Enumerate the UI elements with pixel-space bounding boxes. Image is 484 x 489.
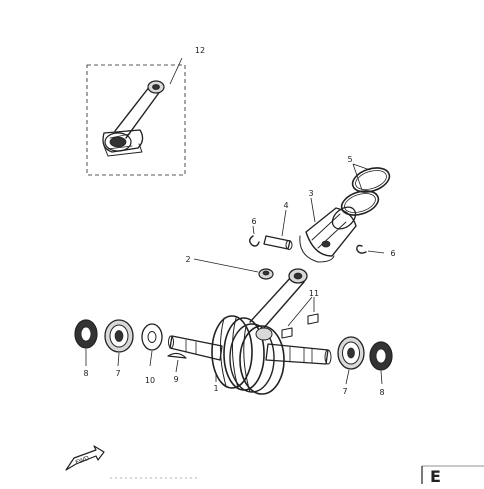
woodruff-key: 9 bbox=[167, 352, 187, 384]
callout-1: 1 bbox=[213, 384, 218, 393]
circlip-left: 6 bbox=[249, 217, 260, 247]
callout-8b: 8 bbox=[379, 388, 384, 397]
callout-7b: 7 bbox=[342, 387, 347, 396]
callout-11: 11 bbox=[309, 289, 319, 298]
leader-10 bbox=[149, 350, 153, 367]
leader-5b bbox=[352, 163, 371, 171]
leader-3 bbox=[310, 197, 316, 223]
callout-6b: 6 bbox=[390, 249, 395, 258]
leader-8b bbox=[380, 370, 383, 385]
leader-2 bbox=[193, 258, 259, 273]
callout-4: 4 bbox=[283, 201, 288, 210]
bearing-right: 7 bbox=[337, 336, 365, 396]
fwd-arrow-icon bbox=[65, 445, 105, 471]
page-letter-box: E bbox=[421, 465, 484, 486]
inset-dashed-box bbox=[86, 64, 186, 176]
oil-seal-left: 8 bbox=[74, 319, 98, 378]
crankshaft-assembly: 1 bbox=[168, 268, 332, 395]
leader-11a bbox=[287, 296, 313, 327]
piston-pin: 4 bbox=[263, 201, 293, 250]
fwd-label: FWD bbox=[75, 455, 91, 467]
callout-2: 2 bbox=[185, 255, 190, 264]
leader-7a bbox=[117, 352, 120, 367]
callout-5: 5 bbox=[347, 155, 352, 164]
inset-connecting-rod-kit: 12 bbox=[86, 46, 205, 176]
callout-7a: 7 bbox=[115, 369, 120, 378]
circlip-right: 6 bbox=[356, 244, 396, 258]
piston: 3 bbox=[299, 189, 357, 263]
callout-8a: 8 bbox=[83, 369, 88, 378]
callout-9: 9 bbox=[173, 375, 178, 384]
leader-6a bbox=[252, 225, 255, 235]
piston-rings: 5 bbox=[340, 155, 391, 216]
crank-pin-keys: 11 bbox=[287, 289, 319, 327]
inset-connecting-rod-icon bbox=[102, 80, 165, 157]
callout-12: 12 bbox=[195, 46, 205, 55]
callout-3: 3 bbox=[308, 189, 313, 198]
washer-left: 10 bbox=[141, 323, 163, 385]
callout-10: 10 bbox=[145, 376, 155, 385]
leader-4 bbox=[281, 209, 287, 237]
forward-arrow: FWD bbox=[65, 445, 105, 471]
leader-5 bbox=[352, 163, 363, 191]
leader-6b bbox=[367, 250, 385, 254]
bearing-left: 7 bbox=[104, 319, 134, 378]
callout-6a: 6 bbox=[251, 217, 256, 226]
leader-9 bbox=[175, 359, 179, 373]
small-end-bearing: 2 bbox=[185, 255, 274, 280]
page-letter: E bbox=[430, 467, 441, 484]
leader-12 bbox=[169, 57, 183, 85]
oil-seal-right: 8 bbox=[369, 341, 393, 397]
leader-7b bbox=[345, 369, 350, 385]
